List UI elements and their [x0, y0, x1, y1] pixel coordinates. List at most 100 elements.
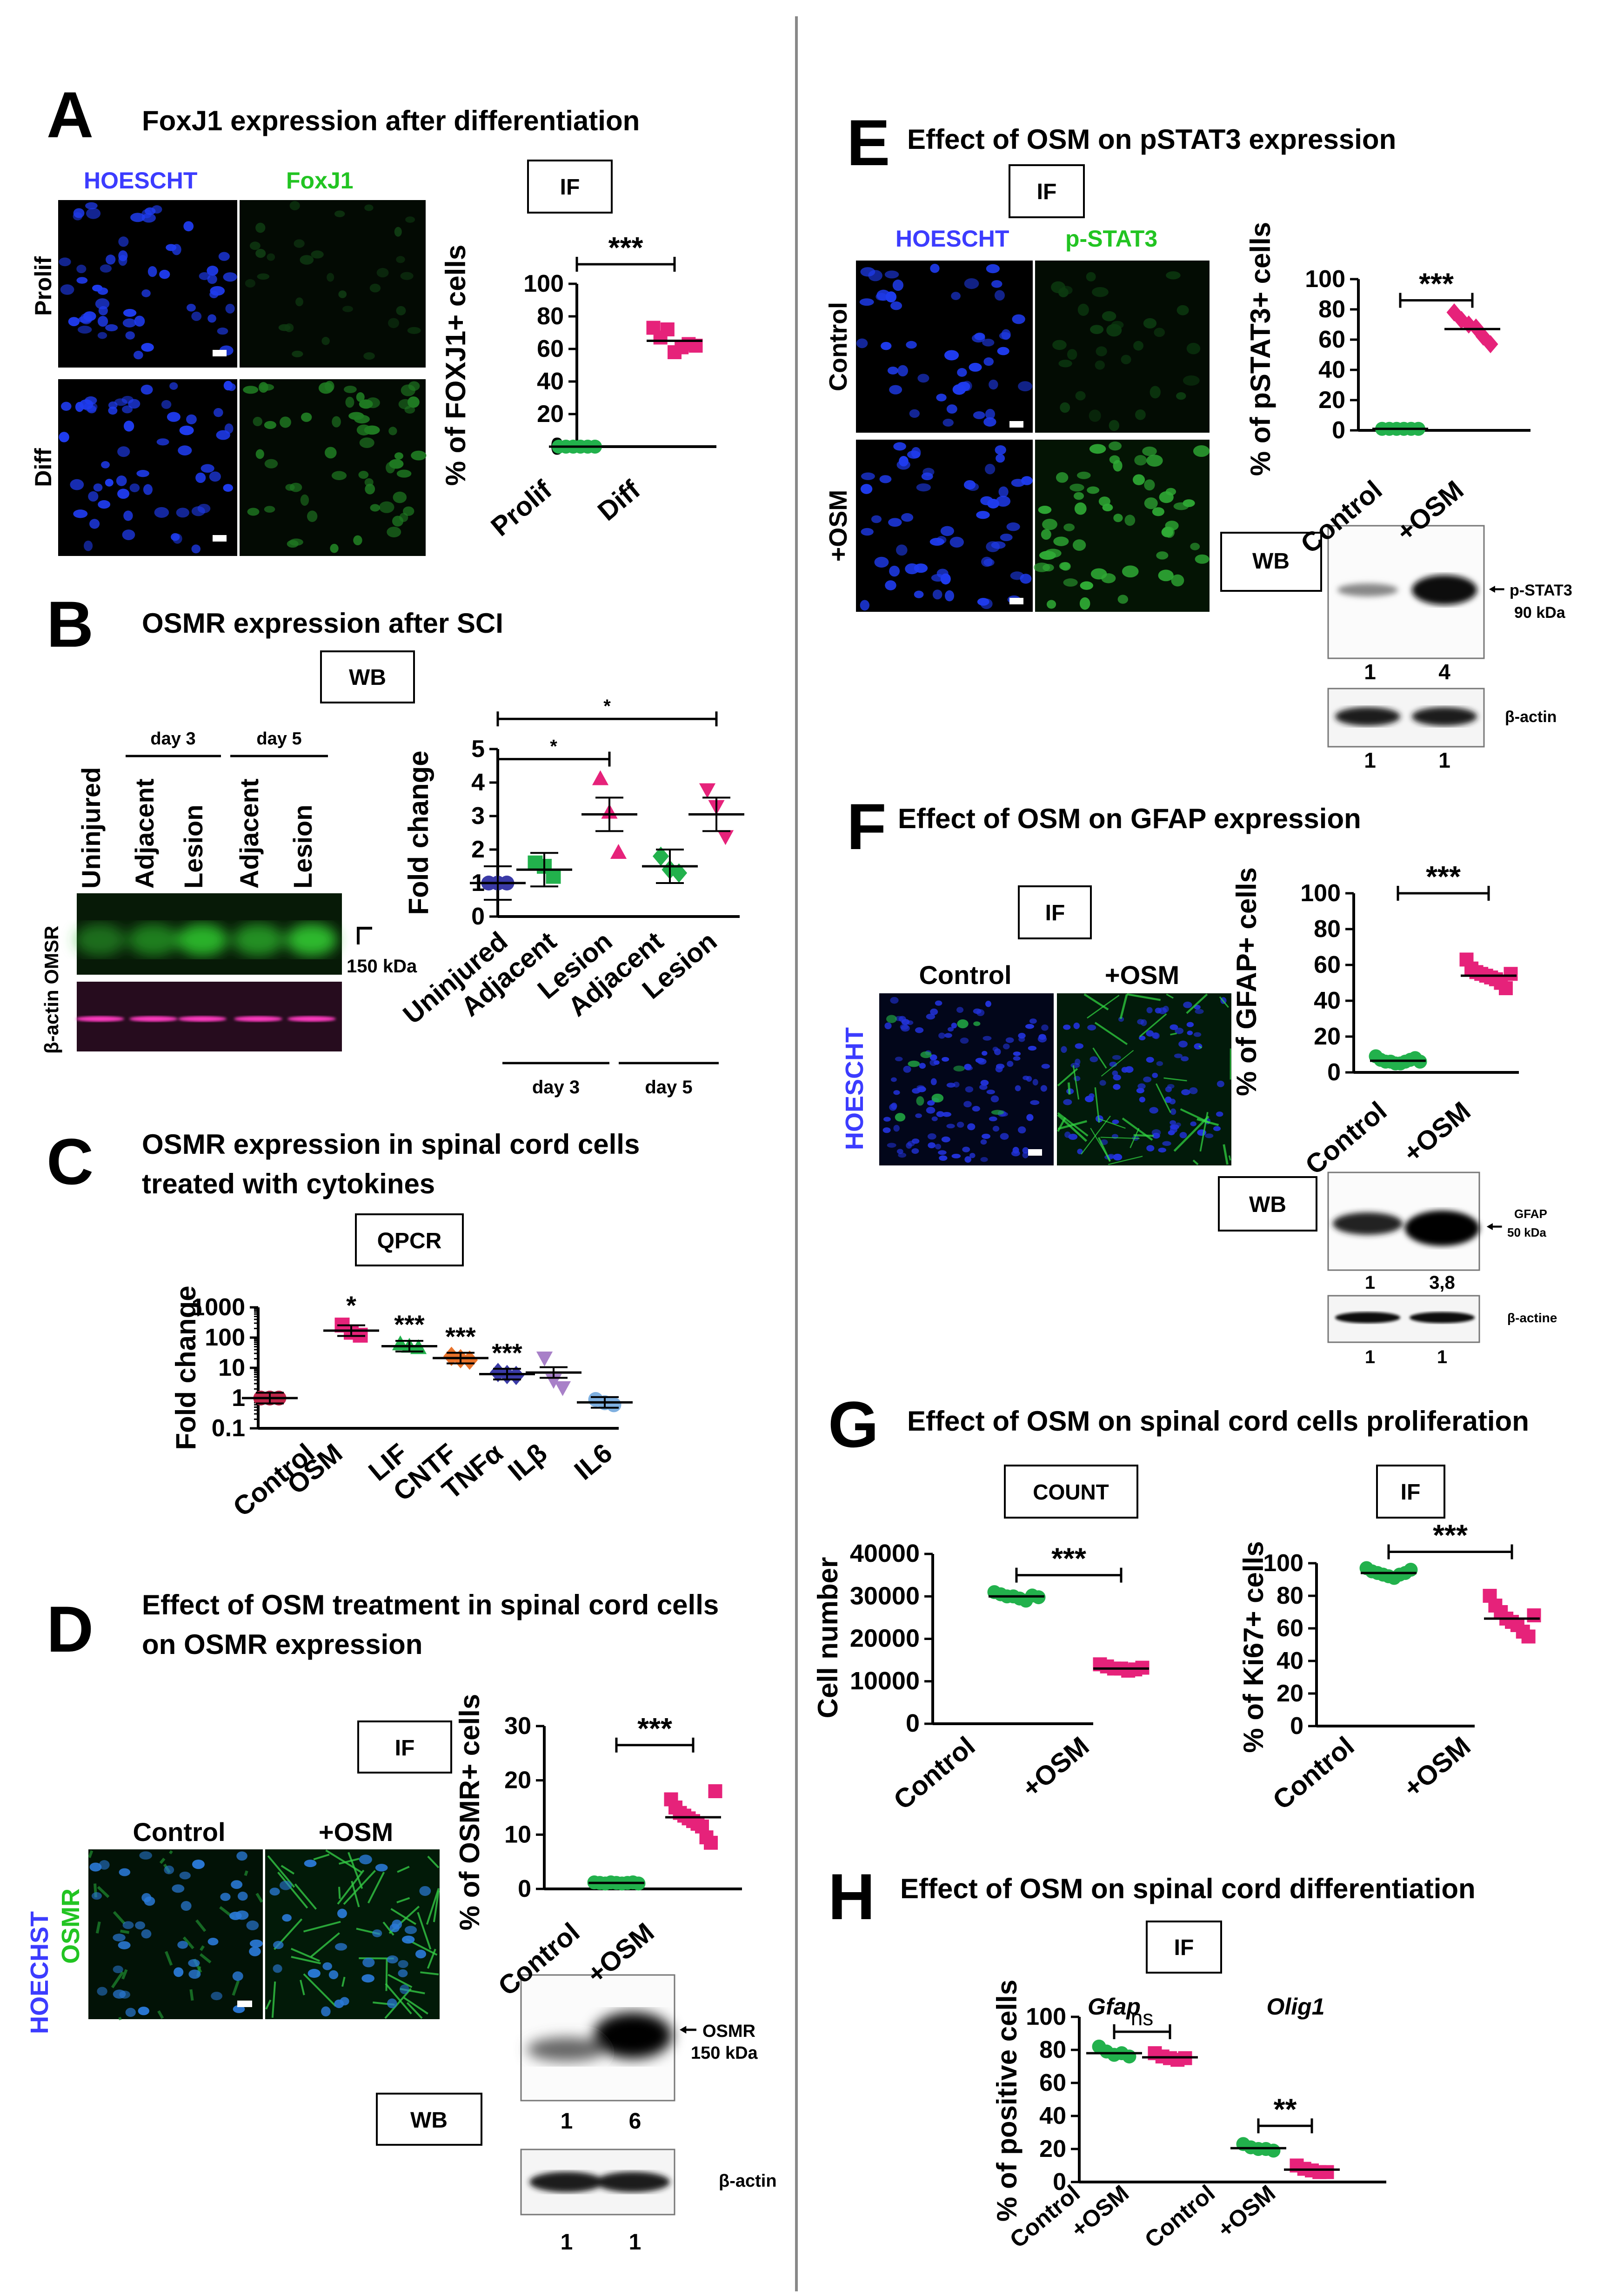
gfap-filament [1228, 1155, 1231, 1161]
y-tick-label: 80 [1277, 1582, 1303, 1609]
nucleus [1089, 1056, 1098, 1063]
nucleus [985, 408, 995, 420]
nucleus [199, 272, 210, 280]
kda-label: 50 kDa [1507, 1225, 1546, 1239]
nucleus [334, 210, 345, 217]
nucleus [278, 324, 291, 331]
nucleus [1162, 1141, 1171, 1146]
nucleus [141, 343, 154, 352]
nucleus [364, 478, 374, 487]
nucleus [1041, 1024, 1049, 1031]
osmr-process [403, 1997, 428, 2015]
nucleus [1079, 597, 1090, 610]
method-label: IF [395, 1736, 415, 1760]
nucleus [353, 535, 362, 546]
y-tick-label: 0 [1290, 1713, 1303, 1740]
nucleus [128, 399, 140, 409]
nucleus [929, 1054, 937, 1061]
nucleus [236, 1851, 247, 1861]
nucleus [1136, 1088, 1144, 1094]
nucleus [1060, 402, 1070, 413]
nucleus [1133, 341, 1144, 351]
nucleus [916, 483, 931, 492]
data-point [704, 1835, 718, 1850]
column-label: Control [919, 960, 1011, 990]
nucleus [1171, 574, 1184, 587]
nucleus [859, 298, 874, 306]
nucleus [80, 313, 93, 325]
nucleus [1155, 1007, 1162, 1014]
nucleus [408, 381, 420, 391]
nucleus [1073, 492, 1084, 500]
nucleus [931, 1116, 938, 1121]
nucleus [340, 1997, 349, 2006]
nucleus [161, 400, 172, 409]
nucleus [986, 1089, 995, 1094]
data-point [508, 1366, 525, 1386]
nucleus [358, 470, 369, 479]
nucleus [1111, 321, 1124, 329]
band-label: OSMR [702, 2022, 755, 2041]
nucleus [951, 1153, 961, 1158]
nucleus [361, 1974, 374, 1983]
nucleus [1013, 1056, 1021, 1061]
nucleus [973, 1008, 982, 1014]
nucleus [1137, 1019, 1144, 1025]
y-tick-label: 20 [1318, 387, 1345, 414]
scale-bar [213, 535, 227, 542]
column-label: +OSM [319, 1817, 393, 1847]
nucleus [140, 384, 153, 395]
nucleus [901, 513, 914, 522]
panel-title: Effect of OSM treatment in spinal cord c… [142, 1589, 719, 1620]
nucleus [195, 472, 206, 483]
data-point [489, 1363, 507, 1382]
nucleus [861, 472, 875, 480]
osmr-process [396, 1897, 410, 1903]
nucleus [325, 447, 337, 459]
nucleus [73, 509, 88, 518]
data-point [554, 1381, 571, 1396]
osmr-process [159, 1858, 166, 1864]
y-axis-label: % of pSTAT3+ cells [1245, 222, 1276, 476]
panel-e: E Effect of OSM on pSTAT3 expression IF … [824, 106, 1572, 772]
gfap-filament [1219, 996, 1229, 1008]
nucleus [130, 213, 145, 222]
y-tick-label: 2 [471, 836, 485, 863]
nucleus [118, 1941, 131, 1949]
nucleus [1175, 1122, 1181, 1127]
channel-label: OSMR [57, 1888, 85, 1964]
nucleus [1156, 1061, 1163, 1066]
nucleus [985, 463, 996, 475]
nucleus [919, 1063, 926, 1069]
method-box [355, 1213, 464, 1266]
nucleus [139, 1851, 153, 1860]
nucleus [1069, 483, 1084, 492]
band-label: β-actin [719, 2171, 777, 2191]
nucleus [1181, 1089, 1190, 1096]
nucleus [1149, 1107, 1158, 1114]
nucleus [1013, 1051, 1021, 1056]
nucleus [932, 589, 942, 600]
nucleus [1113, 514, 1123, 522]
data-point [1504, 967, 1518, 981]
nucleus [141, 1893, 152, 1902]
panel-title: FoxJ1 expression after differentiation [142, 105, 640, 136]
nucleus [287, 540, 299, 548]
nucleus [301, 412, 312, 422]
quantification: 1 [1438, 748, 1450, 772]
y-tick-label: 20 [537, 401, 564, 428]
nucleus [893, 1090, 900, 1095]
nucleus [191, 506, 205, 516]
osmr-process [182, 1936, 194, 1949]
blot-band [527, 2037, 606, 2062]
nucleus [1170, 1120, 1176, 1125]
nucleus [1213, 1126, 1221, 1131]
panel-title: OSMR expression after SCI [142, 608, 503, 639]
nucleus [931, 574, 945, 582]
nucleus [982, 1051, 988, 1056]
nucleus [929, 1059, 937, 1066]
panel-b: B OSMR expression after SCI WB day 3 day… [40, 588, 503, 1054]
nucleus [337, 1908, 347, 1918]
nucleus [123, 308, 137, 317]
